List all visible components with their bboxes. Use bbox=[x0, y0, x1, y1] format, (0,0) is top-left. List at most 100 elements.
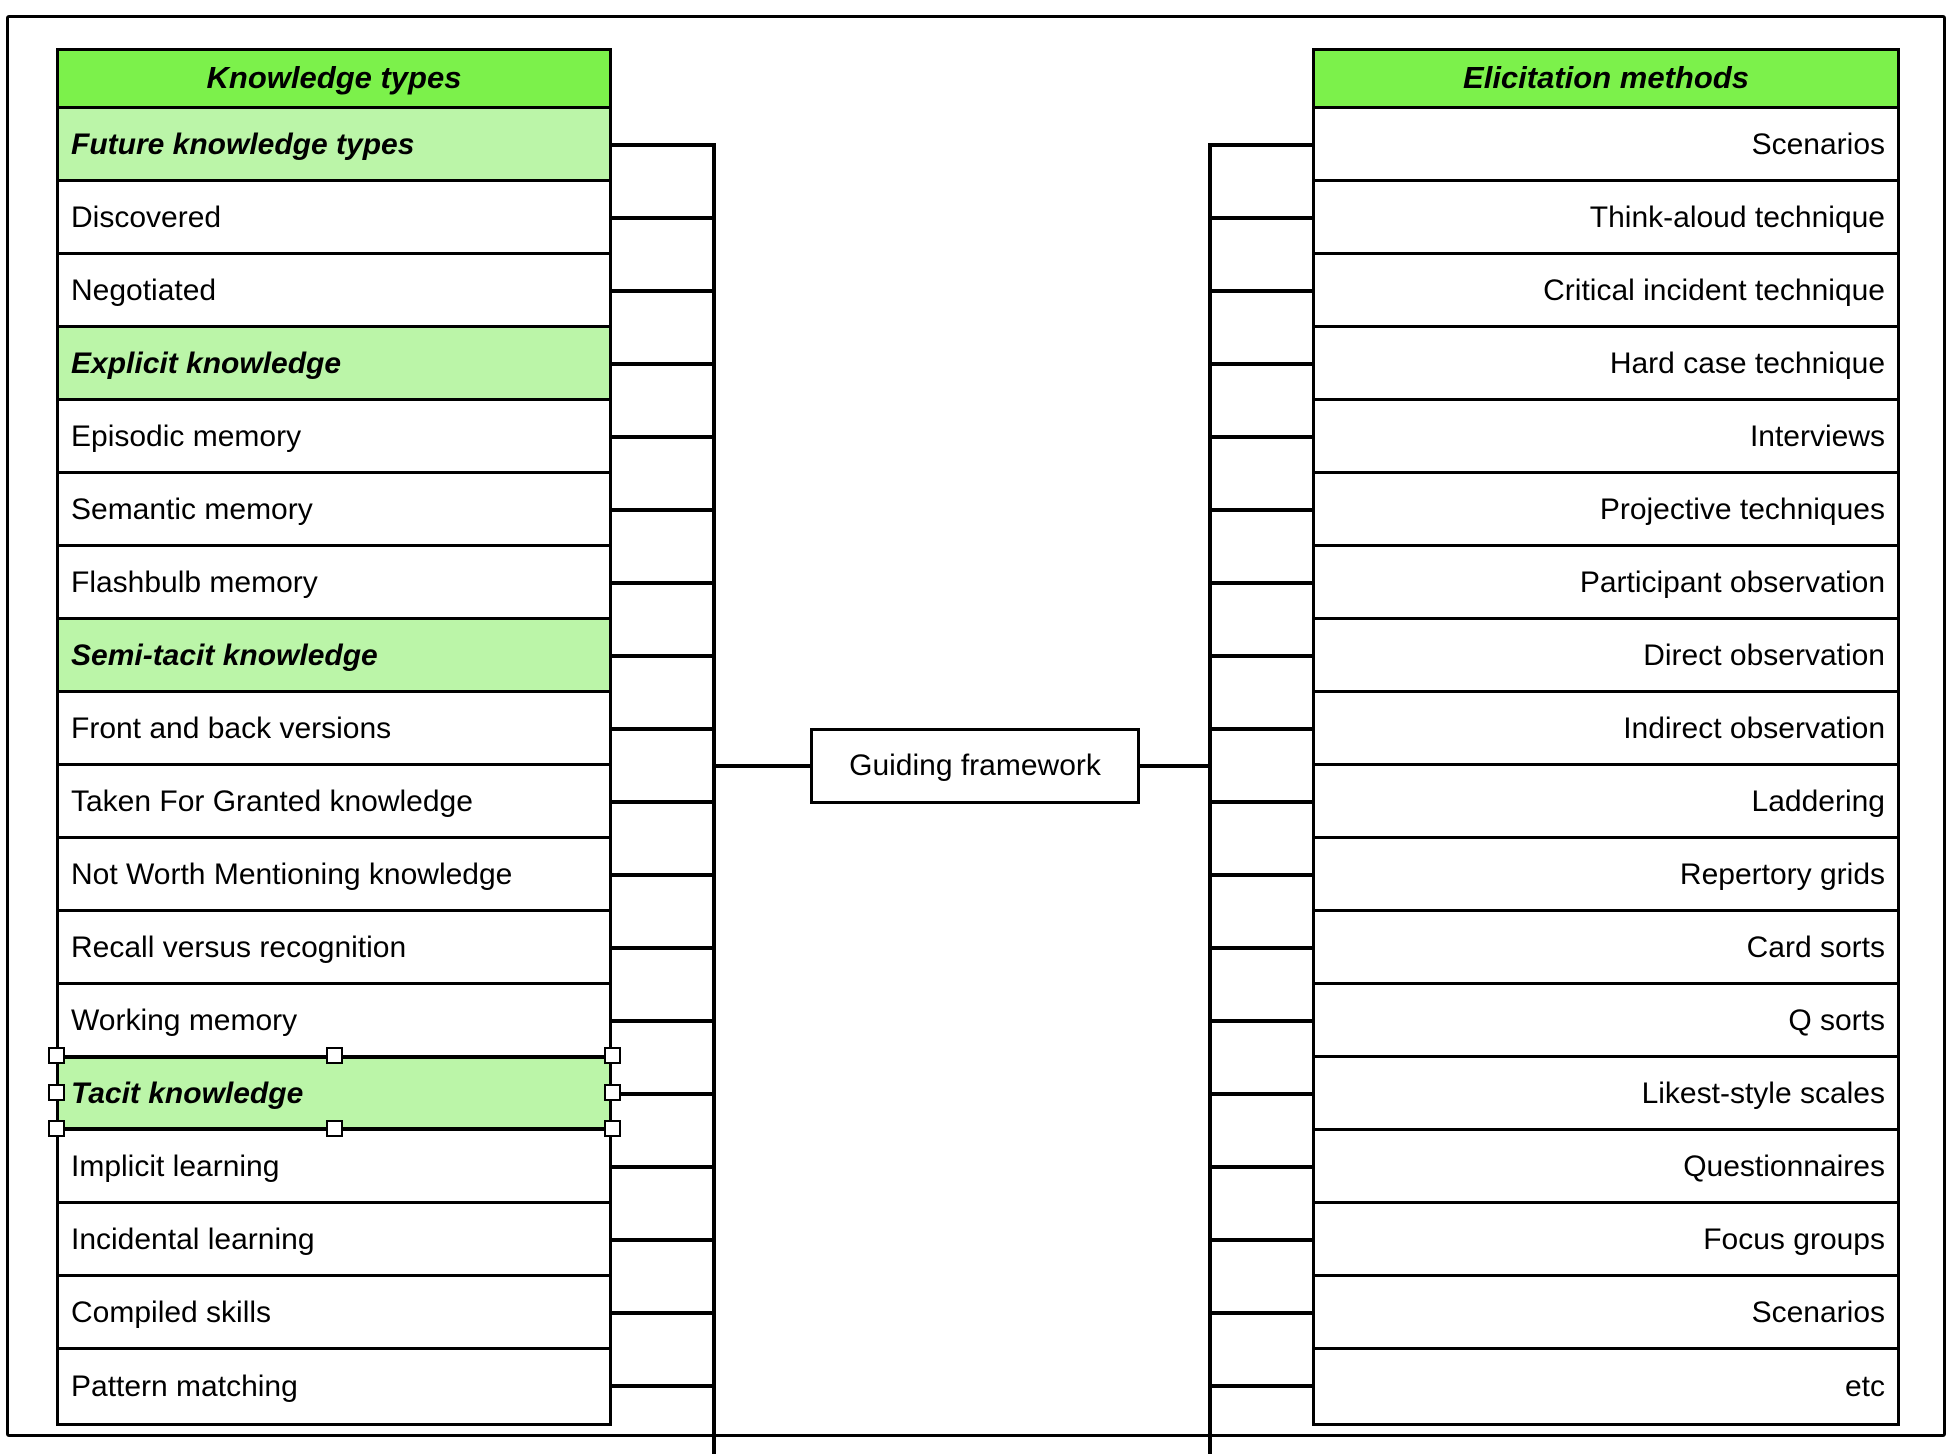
table-row[interactable]: Likest-style scales bbox=[1315, 1058, 1897, 1131]
center-node[interactable]: Guiding framework bbox=[810, 728, 1140, 804]
resize-handle-bottom-right[interactable] bbox=[604, 1120, 621, 1137]
group-row[interactable]: Semi-tacit knowledge bbox=[59, 620, 609, 693]
table-row[interactable]: Critical incident technique bbox=[1315, 255, 1897, 328]
row-label: Not Worth Mentioning knowledge bbox=[71, 857, 513, 891]
row-label: Recall versus recognition bbox=[71, 930, 407, 964]
row-label: Flashbulb memory bbox=[71, 565, 318, 599]
resize-handle-bottom-left[interactable] bbox=[48, 1120, 65, 1137]
bracket-tooth bbox=[1208, 654, 1312, 658]
bracket-tooth bbox=[612, 727, 716, 731]
left-table-header[interactable]: Knowledge types bbox=[59, 51, 609, 109]
group-row[interactable]: Explicit knowledge bbox=[59, 328, 609, 401]
row-label: Hard case technique bbox=[1609, 346, 1885, 380]
table-row[interactable]: Recall versus recognition bbox=[59, 912, 609, 985]
row-label: Indirect observation bbox=[1623, 711, 1885, 745]
bracket-tooth bbox=[1208, 727, 1312, 731]
table-row[interactable]: Focus groups bbox=[1315, 1204, 1897, 1277]
bracket-spine bbox=[1208, 143, 1212, 1454]
row-label: Tacit knowledge bbox=[71, 1076, 304, 1110]
resize-handle-bottom-center[interactable] bbox=[326, 1120, 343, 1137]
bracket-tooth bbox=[612, 216, 716, 220]
resize-handle-top-right[interactable] bbox=[604, 1047, 621, 1064]
resize-handle-middle-right[interactable] bbox=[604, 1084, 621, 1101]
table-row[interactable]: Questionnaires bbox=[1315, 1131, 1897, 1204]
table-row[interactable]: Scenarios bbox=[1315, 1277, 1897, 1350]
table-row[interactable]: Projective techniques bbox=[1315, 474, 1897, 547]
group-row[interactable]: Tacit knowledge bbox=[59, 1058, 609, 1131]
right-bracket bbox=[1208, 143, 1312, 1454]
table-row[interactable]: Semantic memory bbox=[59, 474, 609, 547]
resize-handle-middle-left[interactable] bbox=[48, 1084, 65, 1101]
bracket-tooth bbox=[612, 143, 716, 147]
resize-handle-top-center[interactable] bbox=[326, 1047, 343, 1064]
table-row[interactable]: Flashbulb memory bbox=[59, 547, 609, 620]
row-label: Laddering bbox=[1751, 784, 1885, 818]
table-row[interactable]: Front and back versions bbox=[59, 693, 609, 766]
table-row[interactable]: Implicit learning bbox=[59, 1131, 609, 1204]
group-row[interactable]: Future knowledge types bbox=[59, 109, 609, 182]
row-label: Working memory bbox=[71, 1003, 298, 1037]
table-row[interactable]: Interviews bbox=[1315, 401, 1897, 474]
bracket-tooth bbox=[612, 1165, 716, 1169]
bracket-tooth bbox=[612, 654, 716, 658]
bracket-tooth bbox=[612, 800, 716, 804]
bracket-tooth bbox=[1208, 362, 1312, 366]
table-row[interactable]: Pattern matching bbox=[59, 1350, 609, 1423]
row-label: Discovered bbox=[71, 200, 222, 234]
row-label: Explicit knowledge bbox=[71, 346, 342, 380]
bracket-tooth bbox=[612, 289, 716, 293]
row-label: Repertory grids bbox=[1679, 857, 1885, 891]
bracket-tooth bbox=[1208, 216, 1312, 220]
row-label: Projective techniques bbox=[1599, 492, 1885, 526]
row-label: Card sorts bbox=[1746, 930, 1885, 964]
bracket-tooth bbox=[1208, 435, 1312, 439]
row-label: Implicit learning bbox=[71, 1149, 280, 1183]
left-bracket bbox=[612, 143, 716, 1454]
table-row[interactable]: Think-aloud technique bbox=[1315, 182, 1897, 255]
table-row[interactable]: Incidental learning bbox=[59, 1204, 609, 1277]
table-row[interactable]: Taken For Granted knowledge bbox=[59, 766, 609, 839]
table-row[interactable]: Participant observation bbox=[1315, 547, 1897, 620]
row-label: Pattern matching bbox=[71, 1370, 298, 1403]
resize-handle-top-left[interactable] bbox=[48, 1047, 65, 1064]
table-row[interactable]: Negotiated bbox=[59, 255, 609, 328]
table-row[interactable]: Hard case technique bbox=[1315, 328, 1897, 401]
table-row[interactable]: Compiled skills bbox=[59, 1277, 609, 1350]
row-label: Likest-style scales bbox=[1641, 1076, 1885, 1110]
row-label: Scenarios bbox=[1751, 127, 1885, 161]
table-row[interactable]: Card sorts bbox=[1315, 912, 1897, 985]
table-row[interactable]: Repertory grids bbox=[1315, 839, 1897, 912]
bracket-tooth bbox=[1208, 800, 1312, 804]
table-row[interactable]: etc bbox=[1315, 1350, 1897, 1423]
row-label: Direct observation bbox=[1643, 638, 1885, 672]
table-row[interactable]: Q sorts bbox=[1315, 985, 1897, 1058]
table-row[interactable]: Laddering bbox=[1315, 766, 1897, 839]
table-row[interactable]: Scenarios bbox=[1315, 109, 1897, 182]
bracket-tooth bbox=[1208, 1092, 1312, 1096]
table-row[interactable]: Not Worth Mentioning knowledge bbox=[59, 839, 609, 912]
right-table-header[interactable]: Elicitation methods bbox=[1315, 51, 1897, 109]
table-header-label: Elicitation methods bbox=[1463, 61, 1749, 96]
bracket-tooth bbox=[612, 946, 716, 950]
bracket-tooth bbox=[1208, 1165, 1312, 1169]
row-label: Semantic memory bbox=[71, 492, 313, 526]
bracket-tooth bbox=[612, 1238, 716, 1242]
bracket-tooth bbox=[612, 1384, 716, 1388]
row-label: Q sorts bbox=[1788, 1003, 1885, 1037]
bracket-tooth bbox=[612, 1311, 716, 1315]
bracket-tooth bbox=[1208, 508, 1312, 512]
row-label: Critical incident technique bbox=[1543, 273, 1885, 307]
table-row[interactable]: Episodic memory bbox=[59, 401, 609, 474]
row-label: Front and back versions bbox=[71, 711, 392, 745]
table-row[interactable]: Direct observation bbox=[1315, 620, 1897, 693]
table-row[interactable]: Discovered bbox=[59, 182, 609, 255]
row-label: Think-aloud technique bbox=[1589, 200, 1885, 234]
left-connector-line bbox=[712, 764, 810, 768]
row-label: Semi-tacit knowledge bbox=[71, 638, 378, 672]
row-label: etc bbox=[1844, 1370, 1885, 1403]
table-row[interactable]: Indirect observation bbox=[1315, 693, 1897, 766]
bracket-spine bbox=[712, 143, 716, 1454]
bracket-tooth bbox=[612, 362, 716, 366]
